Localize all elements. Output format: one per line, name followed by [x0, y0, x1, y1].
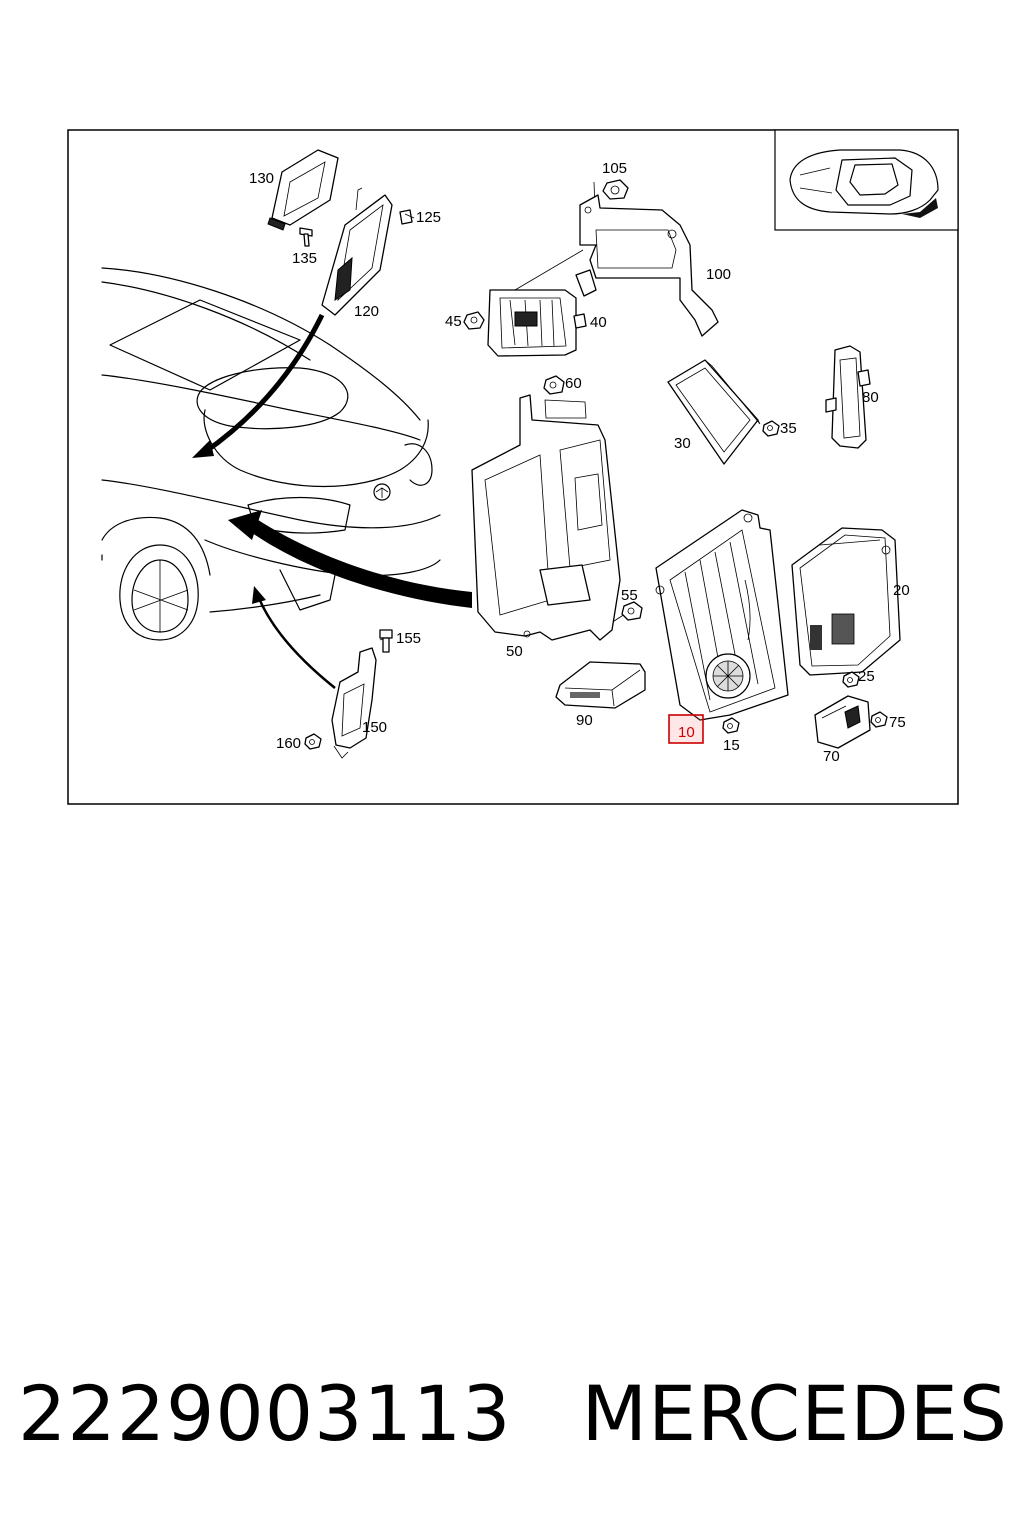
callout-40: 40 — [590, 314, 607, 331]
part-155-screw — [379, 629, 393, 653]
callout-150: 150 — [362, 719, 387, 736]
callout-60: 60 — [565, 375, 582, 392]
part-130-module — [267, 149, 339, 231]
part-160-nut — [304, 733, 322, 750]
callout-15: 15 — [723, 737, 740, 754]
callout-100: 100 — [706, 266, 731, 283]
callout-10: 10 — [678, 724, 695, 741]
part-100-bracket — [575, 194, 719, 337]
part-55-nut — [621, 601, 643, 621]
part-45-nut — [463, 311, 485, 330]
callout-130: 130 — [249, 170, 274, 187]
part-150-bracket — [331, 647, 377, 759]
callout-120: 120 — [354, 303, 379, 320]
part-50-bracket — [471, 394, 621, 641]
callout-135: 135 — [292, 250, 317, 267]
part-120-module — [321, 187, 393, 316]
part-40-module — [487, 289, 587, 357]
callout-30: 30 — [674, 435, 691, 452]
callout-45: 45 — [445, 313, 462, 330]
arrow-to-rear-deck — [192, 313, 325, 458]
part-70-module — [814, 695, 871, 749]
part-60-nut — [543, 375, 565, 395]
highlight-box-10 — [668, 714, 704, 744]
footer-caption: 2229003113 MERCEDES — [18, 1358, 1008, 1468]
callout-160: 160 — [276, 735, 301, 752]
part-90-module — [555, 661, 646, 709]
callout-50: 50 — [506, 643, 523, 660]
car-thumbnail-inset — [774, 129, 959, 231]
part-number: 2229003113 — [18, 1368, 512, 1458]
part-15-screw — [722, 717, 740, 734]
callout-105: 105 — [602, 160, 627, 177]
arrow-to-bumper — [252, 586, 336, 689]
callout-155: 155 — [396, 630, 421, 647]
part-30-module — [667, 359, 761, 465]
part-125-screw — [399, 209, 415, 225]
callout-25: 25 — [858, 668, 875, 685]
callout-70: 70 — [823, 748, 840, 765]
callout-75: 75 — [889, 714, 906, 731]
part-135-screw — [299, 227, 313, 247]
callout-35: 35 — [780, 420, 797, 437]
callout-55: 55 — [621, 587, 638, 604]
callout-80: 80 — [862, 389, 879, 406]
part-10-amplifier — [655, 509, 789, 721]
part-20-module — [791, 527, 901, 676]
part-105-nut — [602, 179, 629, 200]
part-75-nut — [870, 711, 888, 728]
arrow-to-trunk-side — [228, 510, 472, 608]
car-rear-sketch — [101, 267, 441, 641]
part-25-nut — [842, 671, 860, 688]
callout-90: 90 — [576, 712, 593, 729]
part-35-nut — [762, 420, 780, 437]
callout-20: 20 — [893, 582, 910, 599]
callout-125: 125 — [416, 209, 441, 226]
part-80-bracket — [825, 345, 871, 449]
brand-name: MERCEDES — [581, 1368, 1008, 1458]
